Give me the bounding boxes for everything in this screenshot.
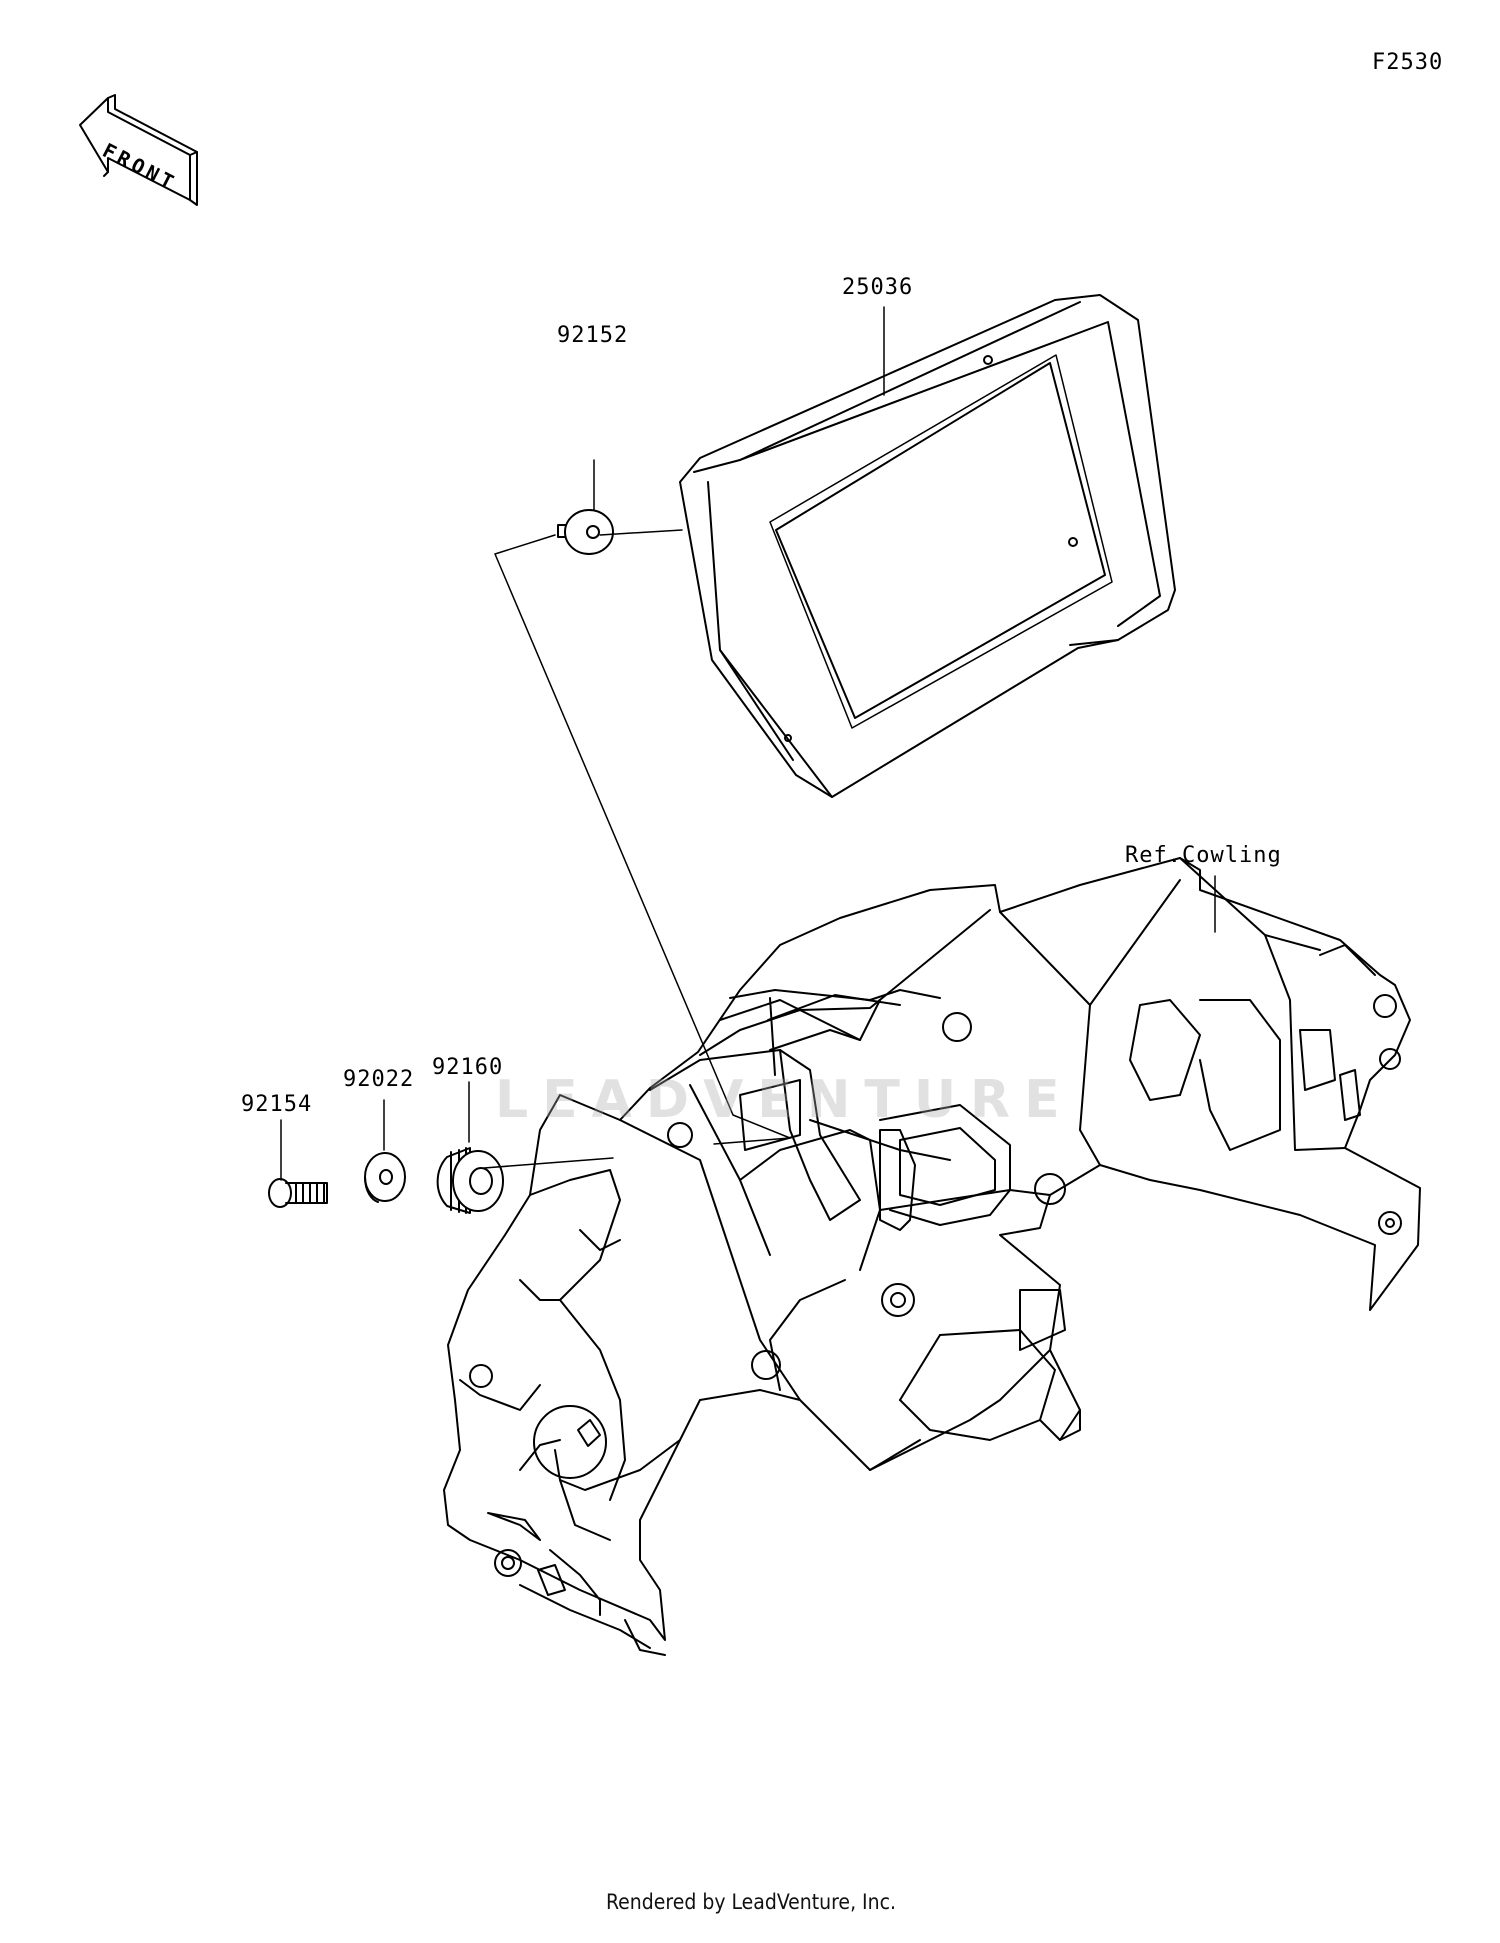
watermark: LEADVENTURE [495, 1070, 1074, 1130]
cowling [443, 857, 1421, 1656]
front-arrow-icon [79, 94, 198, 206]
ref-cowling-label[interactable]: Ref.Cowling [1125, 843, 1282, 868]
washer-92022 [364, 1152, 406, 1203]
bolt-92152 [557, 509, 614, 555]
diagram-code: F2530 [1372, 50, 1444, 75]
part-label-92022[interactable]: 92022 [343, 1067, 415, 1092]
bolt-92154 [268, 1178, 328, 1208]
grommet-92160 [436, 1147, 504, 1214]
part-label-25036[interactable]: 25036 [842, 275, 914, 300]
meter-assembly [679, 294, 1176, 798]
footer-credit: Rendered by LeadVenture, Inc. [606, 1890, 896, 1914]
part-label-92160[interactable]: 92160 [432, 1055, 504, 1080]
part-label-92154[interactable]: 92154 [241, 1092, 313, 1117]
part-label-92152[interactable]: 92152 [557, 323, 629, 348]
leader-lines [280, 306, 1216, 1181]
